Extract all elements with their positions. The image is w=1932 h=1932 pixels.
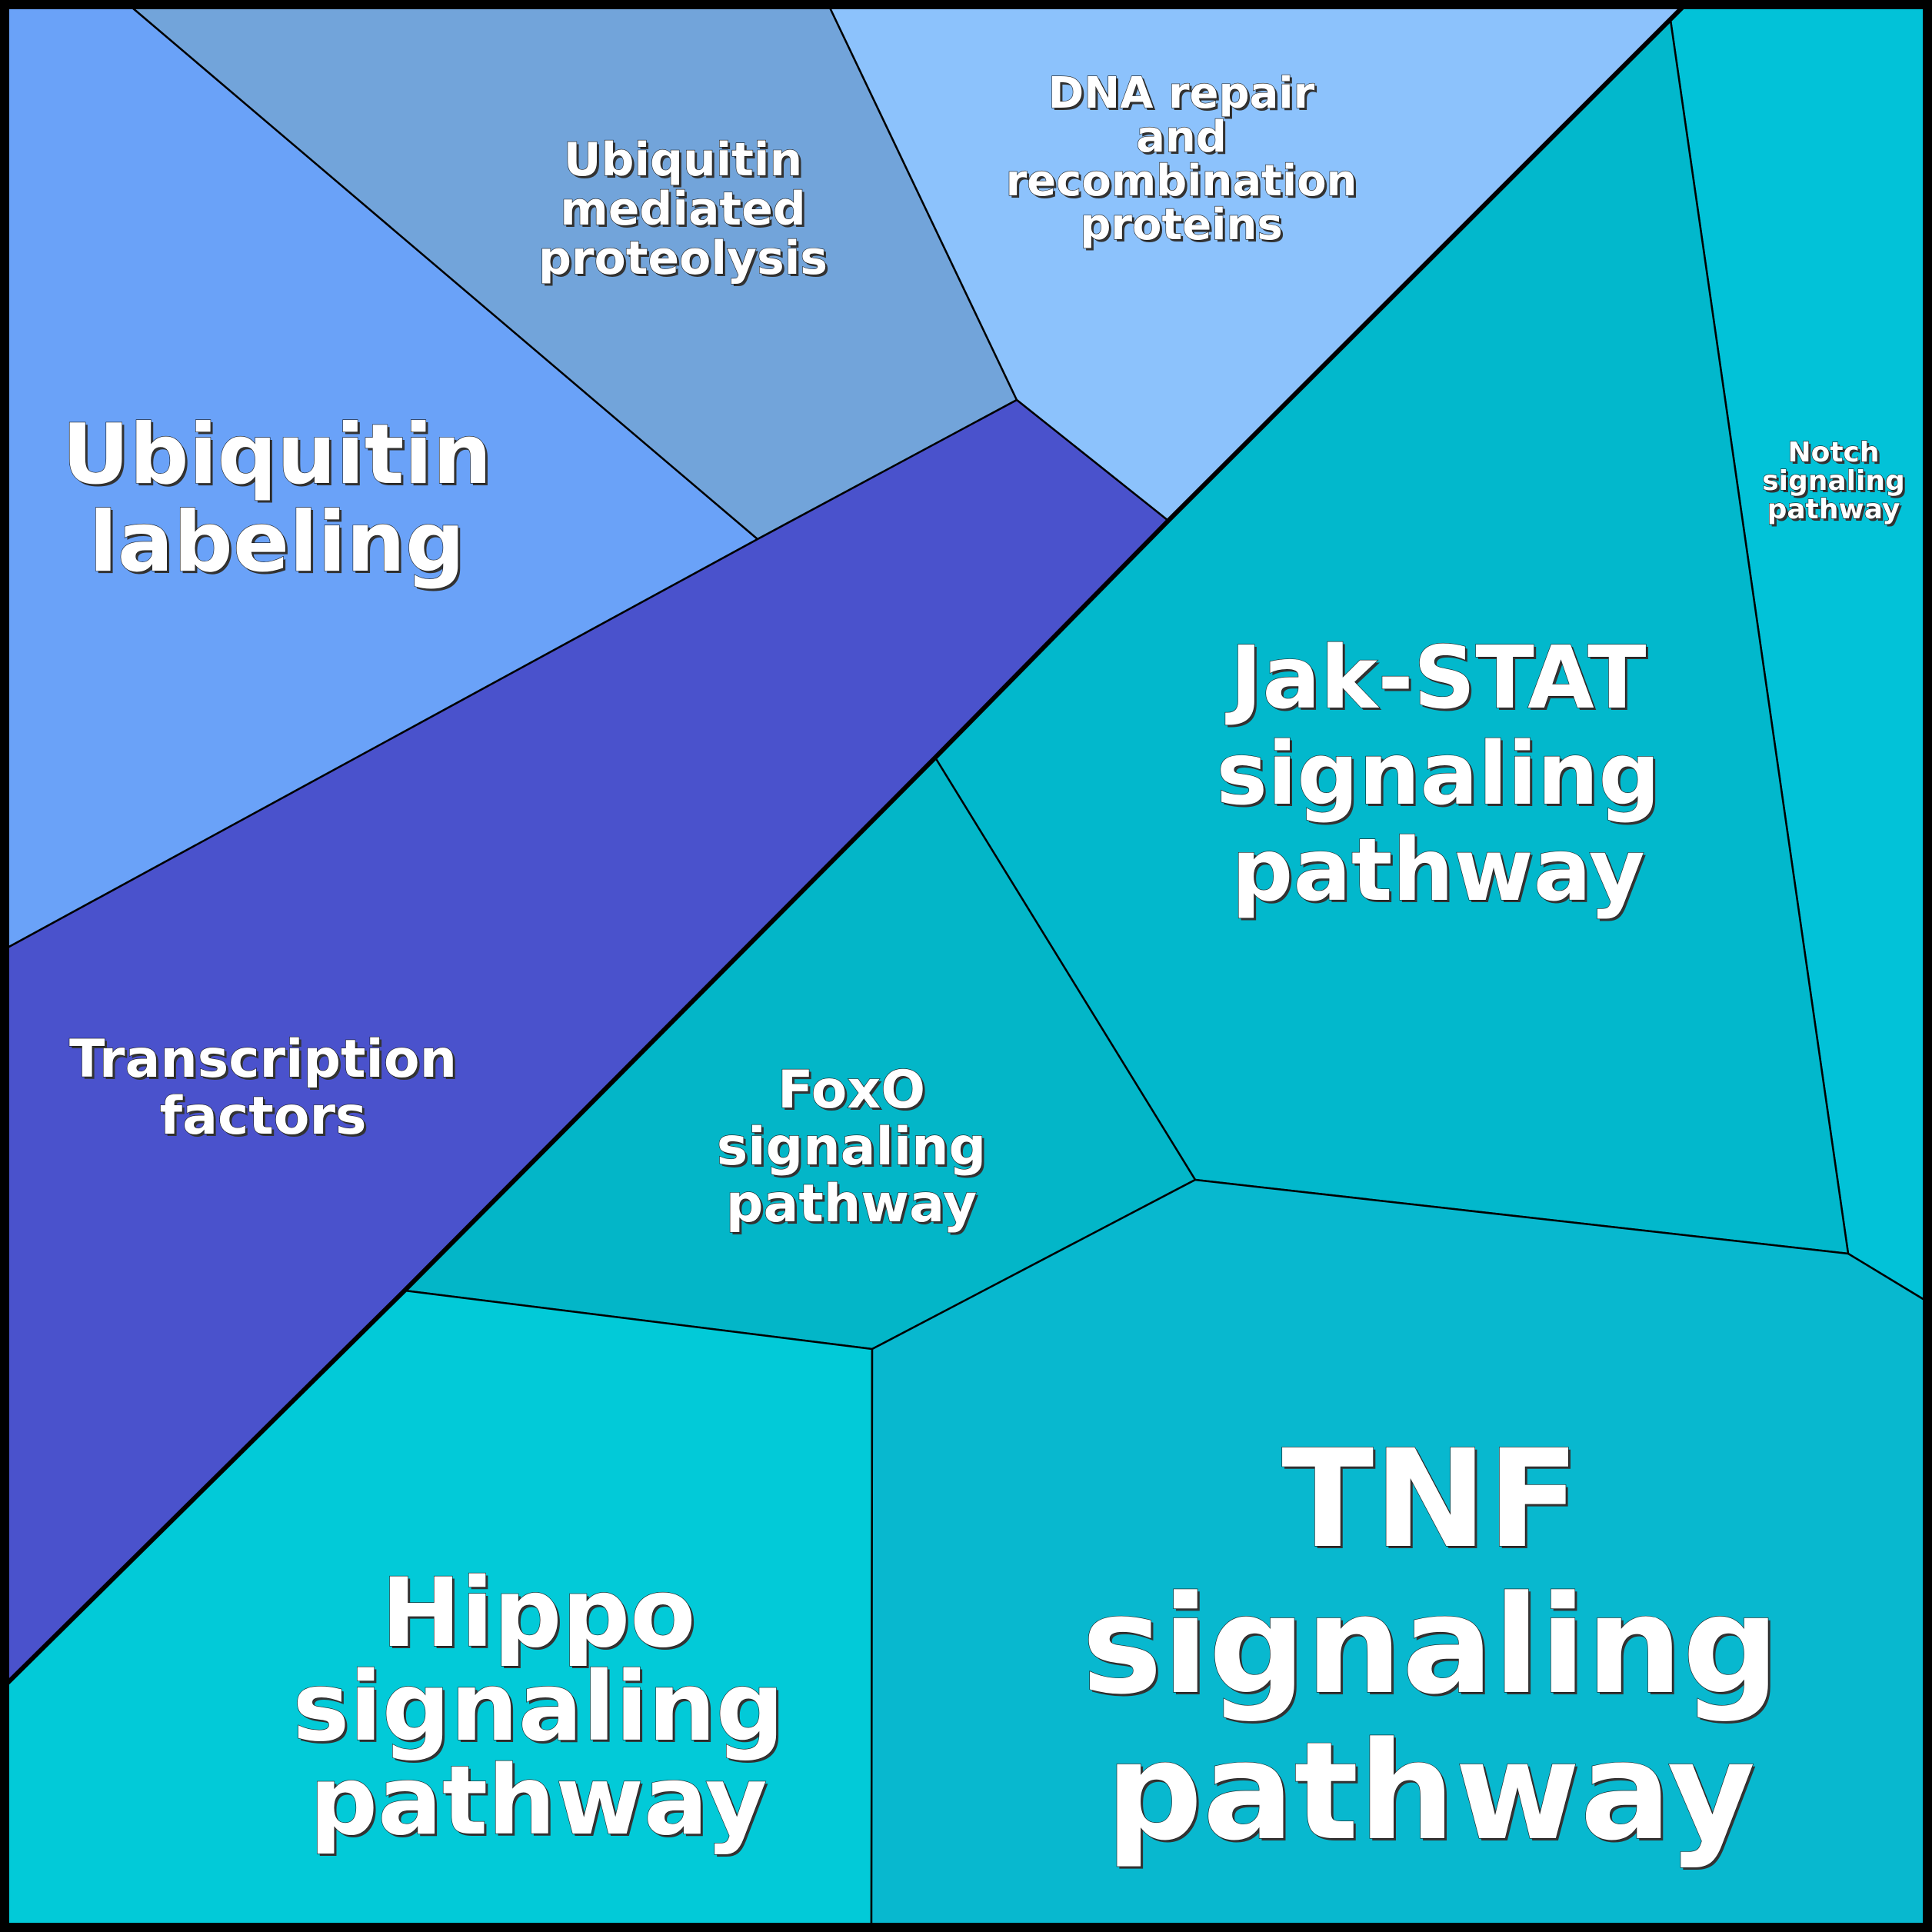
label-shadow: FoxO (780, 1062, 928, 1123)
label-line: signaling (1762, 465, 1905, 497)
label-shadow: factors (162, 1088, 368, 1149)
label-line: proteins (1080, 200, 1282, 250)
label-shadow: pathway (1234, 823, 1647, 923)
label-line: recombination (1006, 156, 1357, 206)
label-shadow: DNA repair (1051, 71, 1317, 121)
label-line: signaling (717, 1117, 986, 1178)
label-line: FoxO (778, 1060, 925, 1121)
label-shadow: signaling (1764, 468, 1907, 499)
label-shadow: signaling (719, 1119, 988, 1180)
label-line: DNA repair (1048, 68, 1315, 118)
label-line: and (1136, 112, 1227, 162)
label-shadow: pathway (311, 1748, 769, 1859)
label-shadow: Transcription (72, 1031, 459, 1092)
label-line: Ubiquitin (564, 133, 802, 187)
group-borders (5, 5, 1684, 1685)
label-line: Ubiquitin (62, 407, 492, 503)
label-shadow: proteins (1082, 202, 1284, 252)
label-shadow: Ubiquitin (65, 409, 495, 505)
label-shadow: Ubiquitin (566, 135, 804, 189)
label-line: pathway (1106, 1713, 1756, 1870)
label-shadow: signaling (1084, 1569, 1781, 1727)
label-line: signaling (1081, 1567, 1779, 1724)
label-shadow: Hippo (384, 1561, 698, 1671)
label-shadow: pathway (1108, 1715, 1758, 1873)
label-shadow: signaling (295, 1654, 786, 1765)
label-shadow: TNF (1284, 1423, 1582, 1581)
label-line: TNF (1281, 1421, 1580, 1578)
label-shadow: Jak-STAT (1227, 631, 1649, 731)
label-notch: NotchNotchsignalingsignalingpathwaypathw… (1762, 436, 1907, 528)
label-shadow: recombination (1008, 158, 1360, 208)
treemap-cells (6, 6, 1926, 1926)
treemap-labels: UbiquitinUbiquitinlabelinglabelingUbiqui… (62, 68, 1907, 1873)
label-line: signaling (1216, 724, 1660, 824)
label-line: labeling (89, 495, 465, 591)
group-border (5, 5, 1684, 1685)
label-shadow: proteolysis (541, 234, 830, 288)
label-line: proteolysis (538, 232, 828, 285)
label-line: Jak-STAT (1225, 628, 1647, 728)
label-line: Notch (1787, 437, 1879, 468)
label-ubiquitin-mediated-proteolysis: UbiquitinUbiquitinmediatedmediatedproteo… (538, 132, 830, 288)
label-line: pathway (1767, 494, 1900, 525)
label-shadow: pathway (728, 1176, 979, 1237)
label-line: factors (159, 1086, 366, 1147)
label-shadow: labeling (92, 497, 468, 593)
label-hippo: HippoHipposignalingsignalingpathwaypathw… (292, 1557, 787, 1859)
label-jak-stat: Jak-STATJak-STATsignalingsignalingpathwa… (1216, 628, 1663, 923)
label-line: Transcription (69, 1029, 457, 1090)
label-line: pathway (726, 1174, 977, 1234)
label-shadow: Notch (1790, 439, 1881, 471)
label-shadow: and (1138, 115, 1229, 165)
label-line: mediated (560, 182, 806, 236)
label-shadow: mediated (562, 185, 808, 238)
label-line: pathway (309, 1746, 767, 1857)
label-shadow: pathway (1770, 496, 1903, 528)
label-shadow: signaling (1218, 727, 1662, 827)
label-line: signaling (292, 1652, 784, 1763)
label-line: pathway (1231, 821, 1645, 921)
label-line: Hippo (381, 1558, 696, 1669)
